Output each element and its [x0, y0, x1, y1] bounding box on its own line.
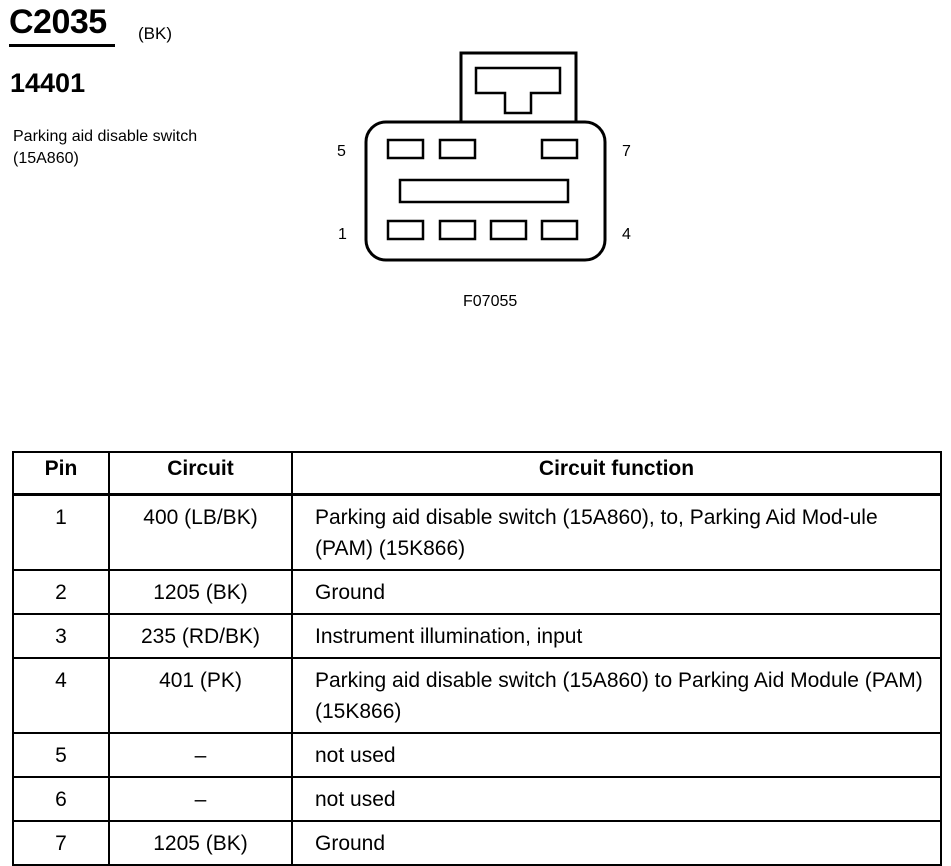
- pin-label-top-right: 7: [622, 143, 631, 160]
- circuit-cell: 400 (LB/BK): [108, 493, 293, 571]
- circuit-cell: 401 (PK): [108, 657, 293, 734]
- pin-label-bottom-left: 1: [338, 226, 347, 243]
- pinout-table: Pin Circuit Circuit function 1 400 (LB/B…: [12, 451, 942, 866]
- pin-cell: 6: [12, 776, 110, 822]
- connector-color: (BK): [138, 24, 172, 43]
- function-cell: Parking aid disable switch (15A860) to P…: [291, 657, 942, 734]
- circuit-cell: 1205 (BK): [108, 820, 293, 866]
- pin-cell: 3: [12, 613, 110, 659]
- connector-id: C2035: [9, 3, 107, 41]
- table-row: 2 1205 (BK) Ground: [12, 569, 942, 615]
- pin-cell: 1: [12, 493, 110, 571]
- function-cell: not used: [291, 776, 942, 822]
- table-row: 3 235 (RD/BK) Instrument illumination, i…: [12, 613, 942, 659]
- header-circuit-function: Circuit function: [291, 451, 942, 496]
- function-cell: not used: [291, 732, 942, 778]
- function-cell: Ground: [291, 820, 942, 866]
- function-cell: Ground: [291, 569, 942, 615]
- circuit-cell: 1205 (BK): [108, 569, 293, 615]
- header-circuit: Circuit: [108, 451, 293, 496]
- table-row: 6 – not used: [12, 776, 942, 822]
- connector-id-underline: [9, 44, 115, 47]
- figure-code: F07055: [463, 293, 518, 310]
- locking-tab: [459, 51, 578, 128]
- table-row: 1 400 (LB/BK) Parking aid disable switch…: [12, 493, 942, 571]
- terminal-slot: [438, 138, 477, 160]
- pin-label-top-left: 5: [337, 143, 346, 160]
- circuit-cell: 235 (RD/BK): [108, 613, 293, 659]
- terminal-slot: [540, 138, 579, 160]
- function-cell: Instrument illumination, input: [291, 613, 942, 659]
- connector-face-diagram: [364, 51, 607, 262]
- function-cell: Parking aid disable switch (15A860), to,…: [291, 493, 942, 571]
- circuit-cell: –: [108, 732, 293, 778]
- pin-label-bottom-right: 4: [622, 226, 631, 243]
- header-pin: Pin: [12, 451, 110, 496]
- pin-cell: 2: [12, 569, 110, 615]
- pin-cell: 7: [12, 820, 110, 866]
- component-name: Parking aid disable switch (15A860): [13, 128, 198, 167]
- terminal-slot: [489, 219, 528, 241]
- center-key: [398, 178, 570, 204]
- table-row: 7 1205 (BK) Ground: [12, 820, 942, 866]
- circuit-cell: –: [108, 776, 293, 822]
- pin-cell: 5: [12, 732, 110, 778]
- terminal-slot: [438, 219, 477, 241]
- terminal-slot: [540, 219, 579, 241]
- part-number: 14401: [10, 68, 86, 98]
- table-row: 5 – not used: [12, 732, 942, 778]
- terminal-slot: [386, 219, 425, 241]
- table-header-row: Pin Circuit Circuit function: [12, 451, 942, 496]
- table-row: 4 401 (PK) Parking aid disable switch (1…: [12, 657, 942, 734]
- pin-cell: 4: [12, 657, 110, 734]
- terminal-slot: [386, 138, 425, 160]
